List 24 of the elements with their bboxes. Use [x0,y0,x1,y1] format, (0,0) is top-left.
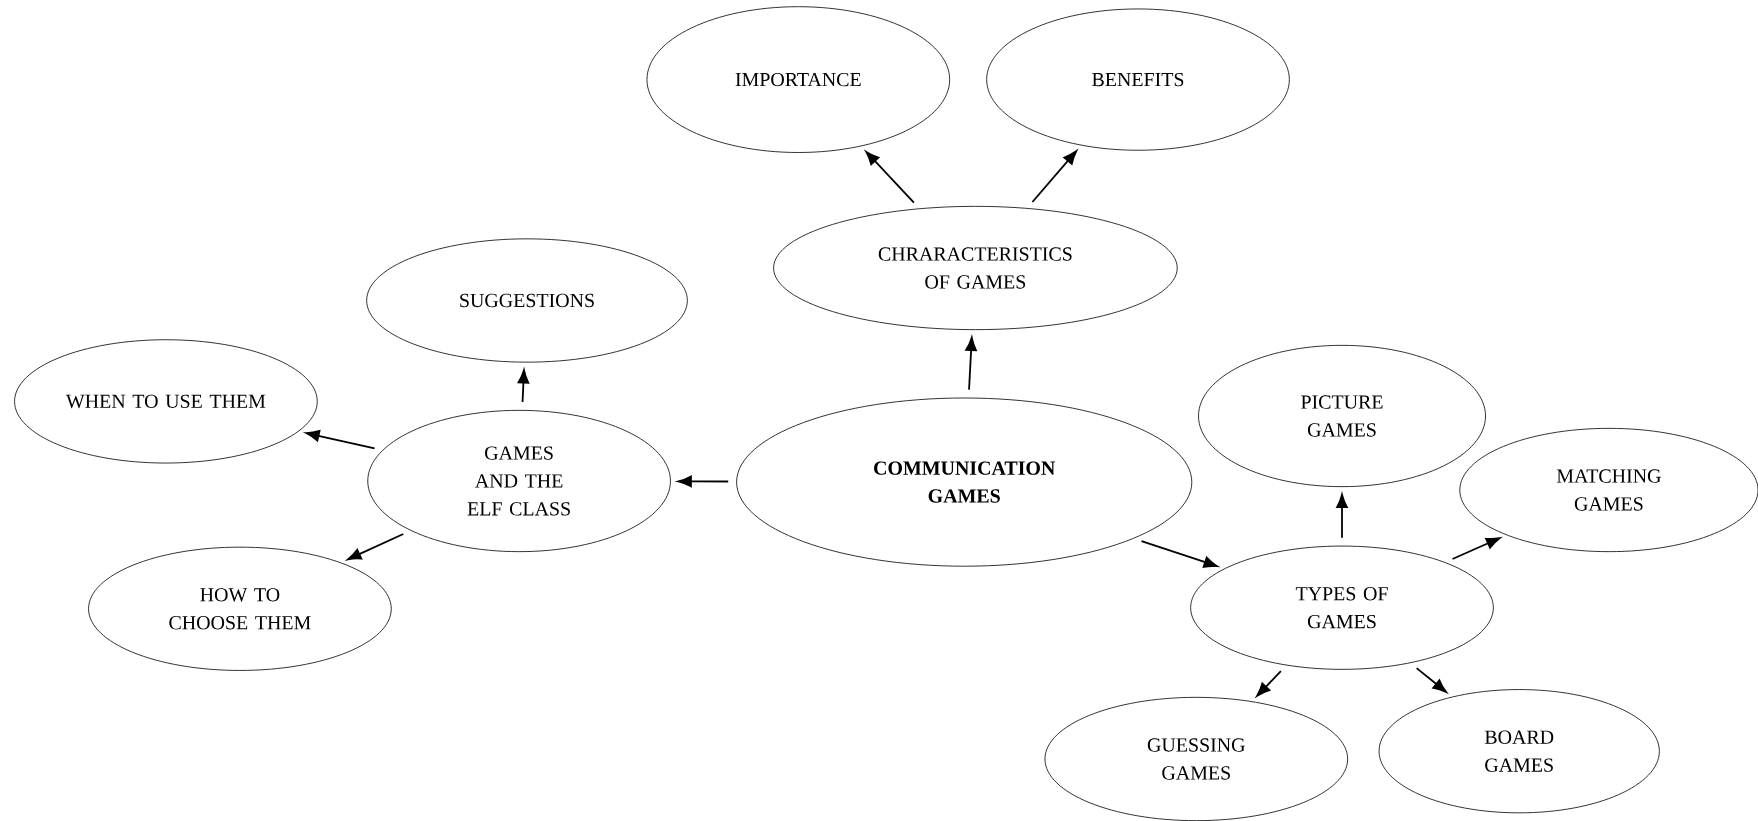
arrow [1256,670,1282,697]
arrow [865,151,915,204]
arrow [305,430,376,450]
arrow [1415,667,1447,693]
arrow [517,369,530,403]
ellipse-node: TYPES OF GAMES [1190,545,1494,670]
arrow [965,336,977,391]
arrow [677,475,730,488]
arrow [1336,493,1348,539]
arrow [1140,540,1218,568]
arrow [347,533,405,561]
ellipse-node: BENEFITS [986,8,1290,151]
arrow [1031,150,1078,203]
ellipse-node: GUESSING GAMES [1044,696,1349,821]
arrow [1451,537,1501,560]
ellipse-node: GAMES AND THE ELF CLASS [367,409,671,553]
ellipse-node: WHEN TO USE THEM [14,339,318,464]
ellipse-node: COMMUNICATION GAMES [736,397,1193,567]
ellipse-node: SUGGESTIONS [366,238,688,363]
ellipse-node: IMPORTANCE [646,6,951,153]
ellipse-node: HOW TO CHOOSE THEM [88,546,392,671]
ellipse-node: CHRARACTERISTICS OF GAMES [773,205,1178,331]
ellipse-node: BOARD GAMES [1378,689,1660,814]
ellipse-node: PICTURE GAMES [1198,344,1486,488]
